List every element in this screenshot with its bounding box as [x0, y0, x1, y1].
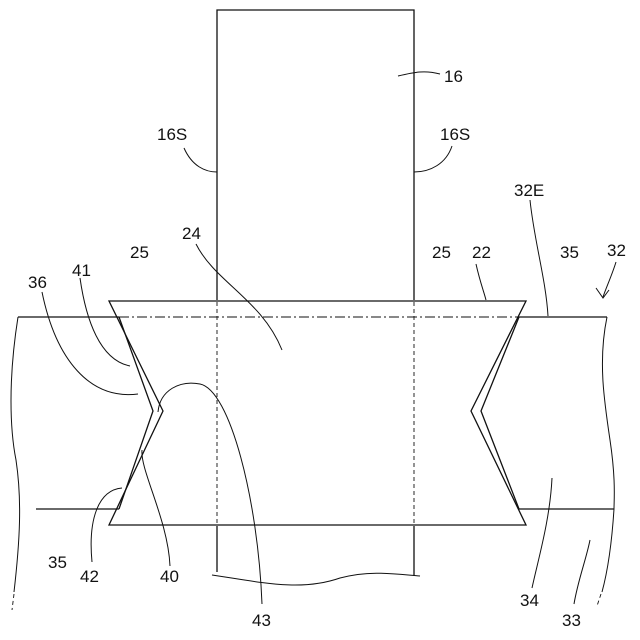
leader-41	[80, 278, 130, 366]
label-33: 33	[562, 611, 581, 630]
label-22: 22	[472, 243, 491, 262]
label-24: 24	[182, 224, 201, 243]
label-32: 32	[607, 241, 626, 260]
right-break-line-bottom	[602, 509, 614, 592]
leader-34	[532, 478, 552, 588]
label-42: 42	[80, 567, 99, 586]
leader-16	[398, 72, 440, 76]
label-32e: 32E	[514, 181, 544, 200]
leader-40	[142, 450, 170, 566]
label-34: 34	[520, 591, 539, 610]
leader-36	[42, 292, 138, 395]
leader-16s-right	[414, 146, 452, 172]
label-40: 40	[160, 567, 179, 586]
member-16-top	[217, 10, 414, 300]
label-35-top: 35	[560, 243, 579, 262]
leader-24	[196, 244, 282, 350]
label-25-right: 25	[432, 243, 451, 262]
label-25-left: 25	[130, 243, 149, 262]
label-16s-right: 16S	[440, 125, 470, 144]
plate-notch-right	[481, 317, 519, 509]
left-break-dash	[12, 594, 14, 610]
right-break-dash	[597, 594, 601, 606]
block-22-outline	[109, 301, 526, 525]
label-43: 43	[252, 611, 271, 630]
arrow-32-line	[603, 262, 616, 297]
arrow-32-head	[596, 288, 609, 298]
leader-33	[574, 540, 590, 604]
left-break-line	[11, 317, 20, 592]
member-16-break-line	[212, 573, 420, 585]
label-35-bottom: 35	[48, 553, 67, 572]
plate-notch-left	[119, 317, 153, 509]
label-16: 16	[444, 67, 463, 86]
label-41: 41	[72, 261, 91, 280]
right-break-line-top	[602, 317, 614, 509]
leader-22	[476, 264, 486, 300]
label-36: 36	[28, 273, 47, 292]
leader-32e	[530, 200, 548, 316]
leader-16s-left	[184, 148, 217, 172]
label-16s-left: 16S	[157, 125, 187, 144]
